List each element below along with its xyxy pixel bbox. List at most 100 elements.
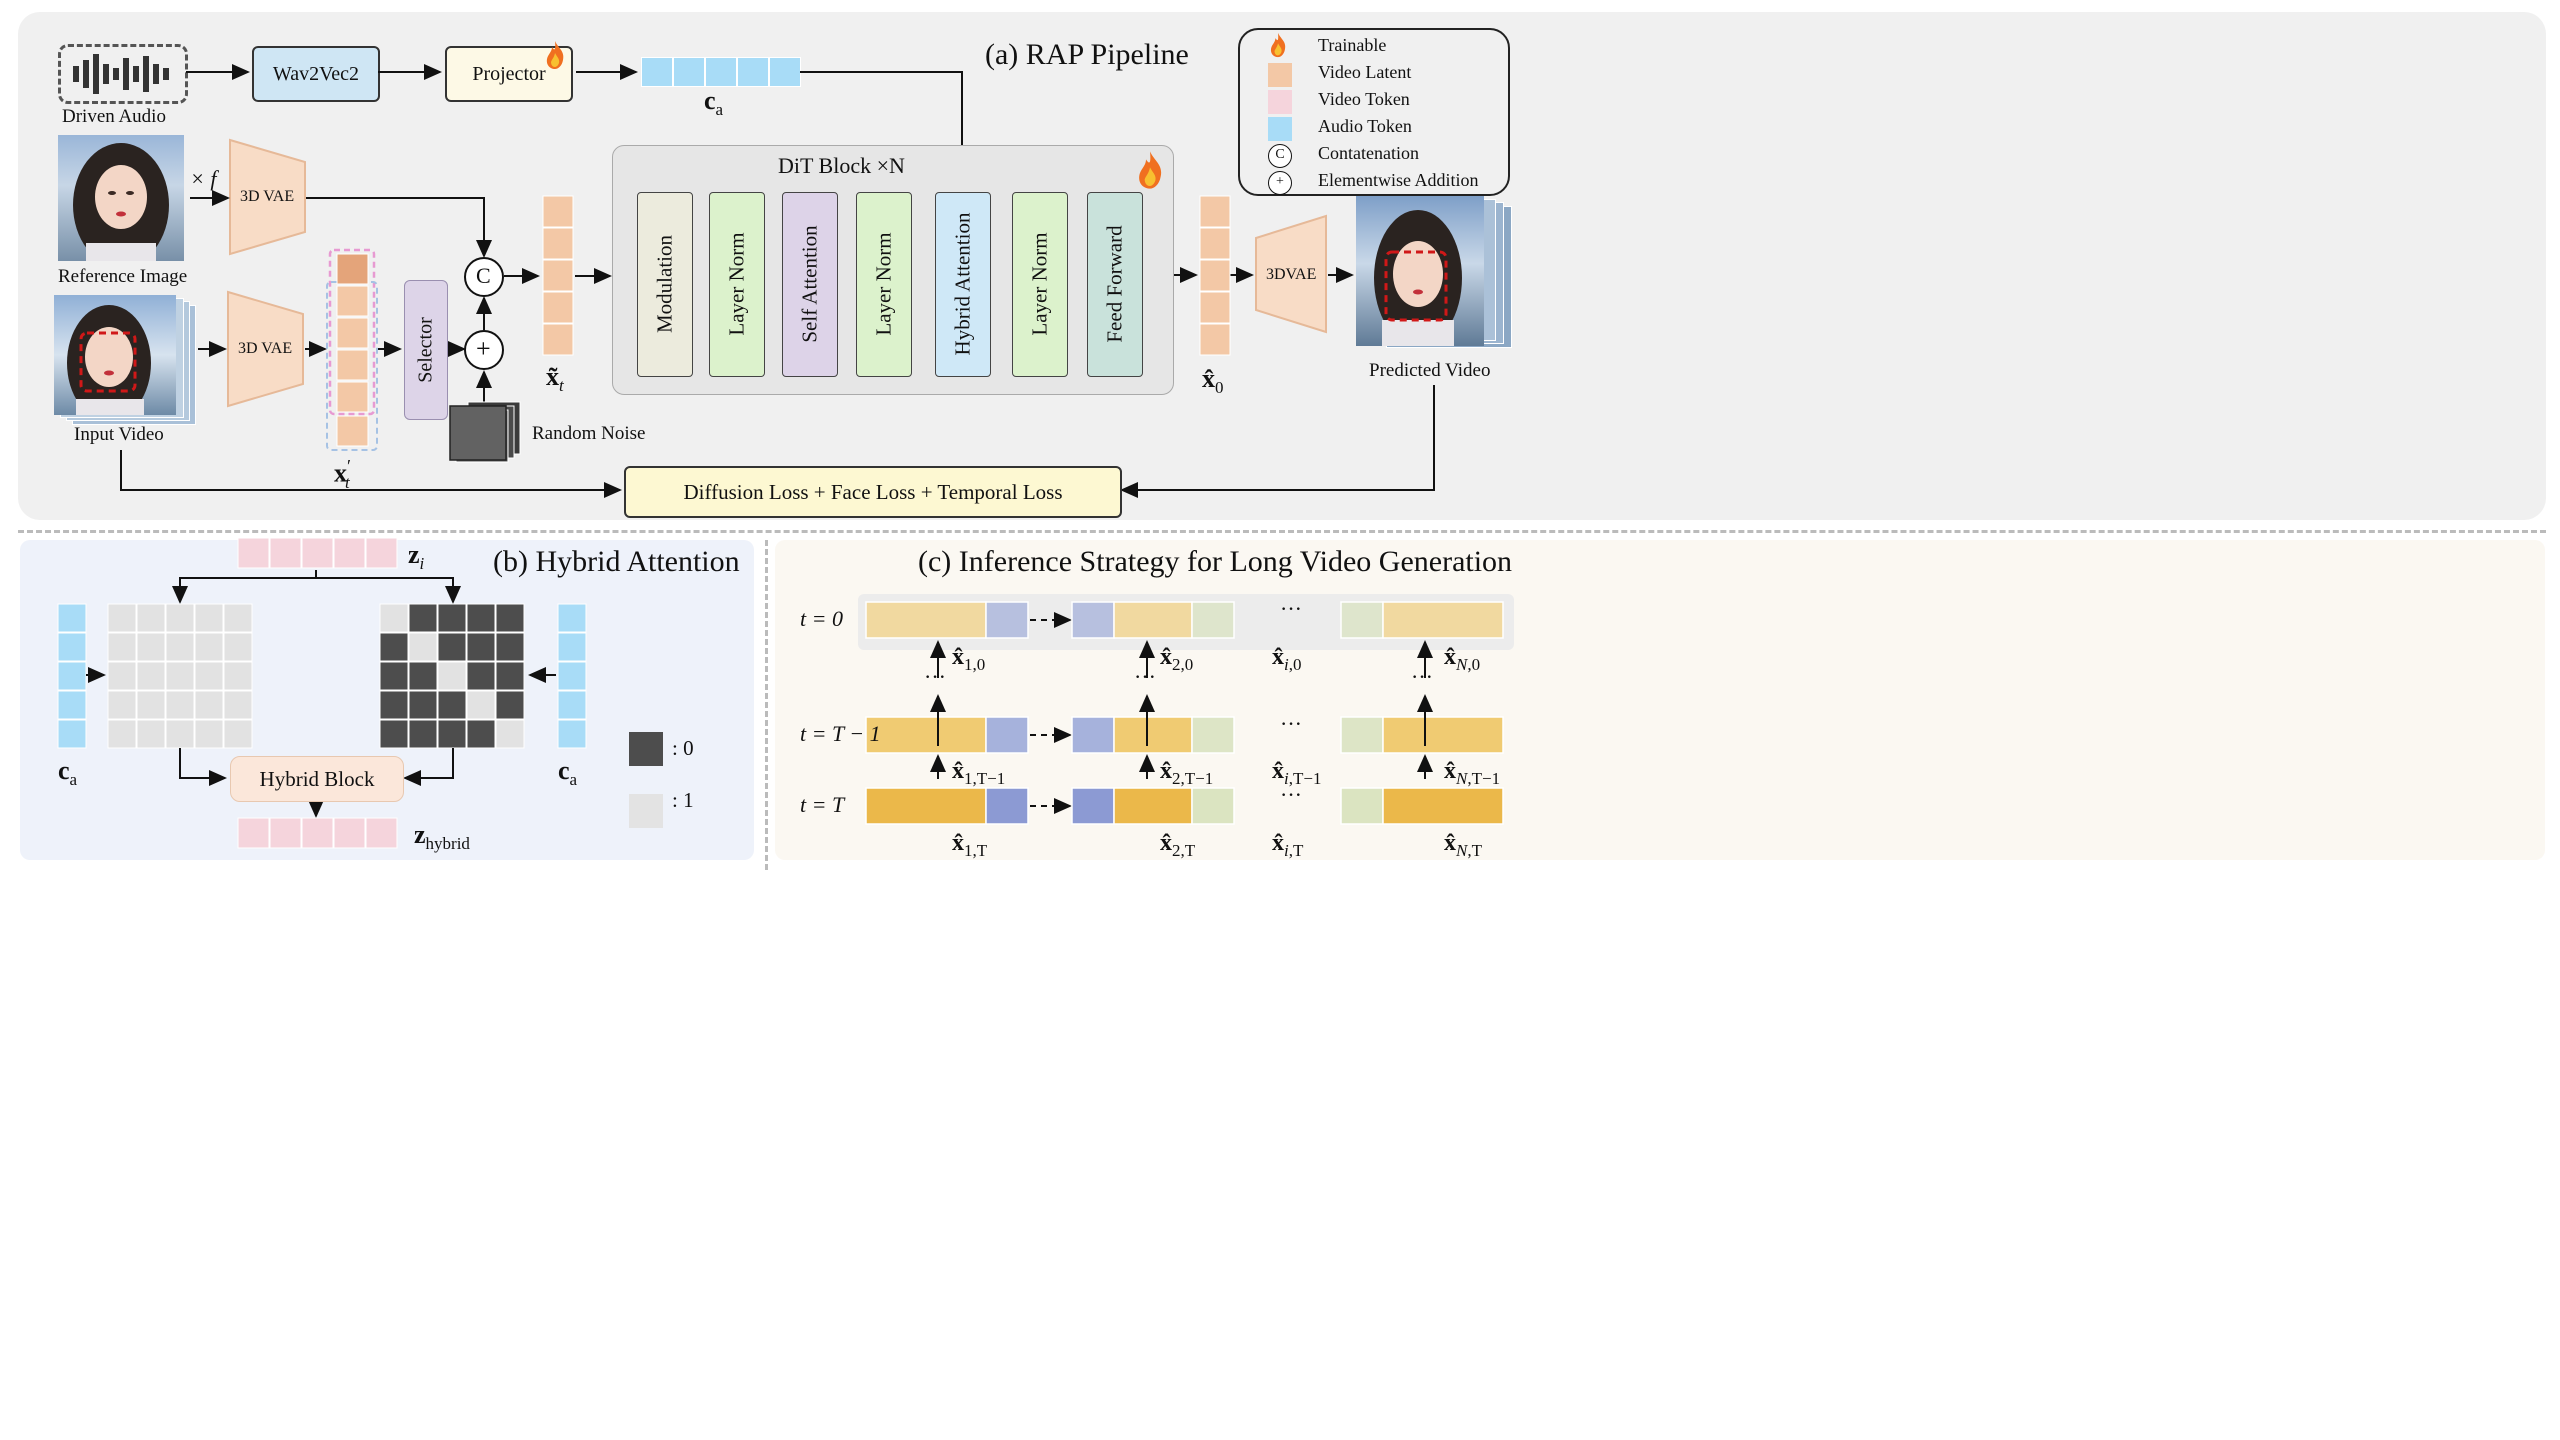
x-hat-label: x̂1,T−1	[952, 758, 1006, 788]
segment-1-main	[865, 716, 987, 754]
segment-2-tail	[1191, 716, 1235, 754]
attention-grid-full	[107, 603, 253, 749]
legend-label: Video Latent	[1318, 62, 1412, 82]
x-hat-label: x̂N,T	[1444, 830, 1482, 860]
dit-flame-icon	[1134, 150, 1166, 195]
flame-icon	[1268, 32, 1292, 58]
mask-cell	[408, 632, 438, 662]
mask-cell	[495, 603, 525, 633]
horizontal-dots: ···	[1280, 596, 1302, 621]
xt-tilde-column	[542, 195, 574, 356]
dit-title: DiT Block ×N	[778, 153, 905, 178]
mask-cell	[379, 632, 409, 662]
attention-cell	[107, 690, 137, 720]
attention-cell	[107, 603, 137, 633]
attention-cell	[165, 603, 195, 633]
attention-grid-masked	[379, 603, 525, 749]
xt-prime-label: x′t	[334, 456, 351, 492]
wav2vec-box: Wav2Vec2	[252, 46, 380, 102]
mask-cell	[466, 632, 496, 662]
waveform-icon	[73, 54, 169, 94]
mask-cell	[437, 719, 467, 749]
attention-cell	[136, 661, 166, 691]
attention-cell	[136, 603, 166, 633]
x-hat-label: x̂N,0	[1444, 644, 1481, 674]
segment-2-tail	[1191, 787, 1235, 825]
mask-cell	[437, 690, 467, 720]
segment-2-tail	[1191, 601, 1235, 639]
attention-cell	[165, 632, 195, 662]
xt-tilde-label: x̃t	[546, 362, 564, 396]
loss-box: Diffusion Loss + Face Loss + Temporal Lo…	[624, 466, 1122, 518]
circle-plus-icon: +	[1268, 171, 1292, 195]
hybrid-attention-diagram	[57, 537, 663, 849]
mask-cell	[437, 661, 467, 691]
attention-cell	[223, 690, 253, 720]
dit-block-label: Layer Norm	[724, 232, 749, 336]
input-video	[54, 295, 199, 425]
x-hat-label: x̂N,T−1	[1444, 758, 1501, 788]
legend-label: Video Token	[1318, 89, 1410, 109]
flame-icon	[544, 40, 566, 75]
random-noise-label: Random Noise	[532, 423, 646, 444]
vae-ref-shape	[229, 138, 306, 256]
vertical-dots: ···	[924, 664, 946, 689]
zi-token-strip	[237, 537, 398, 569]
vae-ref-label: 3D VAE	[240, 188, 295, 205]
x-hat-label: x̂2,T	[1160, 830, 1196, 860]
attention-cell	[194, 632, 224, 662]
mask-cell	[466, 661, 496, 691]
dit-block-layer-norm: Layer Norm	[709, 192, 765, 377]
vertical-dots: ···	[1411, 664, 1433, 689]
attention-cell	[223, 632, 253, 662]
legend-label: Elementwise Addition	[1318, 170, 1479, 190]
divider-horizontal	[18, 530, 2546, 533]
mask-cell	[379, 690, 409, 720]
segment-2-overlap	[1071, 601, 1115, 639]
mask-cell	[495, 719, 525, 749]
segment-1-overlap	[985, 601, 1029, 639]
attention-cell	[194, 661, 224, 691]
mask-cell	[466, 603, 496, 633]
x-hat-label: x̂1,0	[952, 644, 986, 674]
audio-token-strip	[641, 57, 801, 87]
x0-label: x̂0	[1202, 364, 1224, 398]
driven-audio-label: Driven Audio	[62, 106, 166, 127]
segment-n-main	[1382, 716, 1504, 754]
inference-diagram	[865, 601, 1504, 825]
x-hat-label: x̂1,T	[952, 830, 988, 860]
attention-cell	[223, 603, 253, 633]
divider-vertical	[765, 540, 768, 870]
time-step-label: t = T	[800, 792, 845, 817]
attention-cell	[194, 719, 224, 749]
dit-block-label: Layer Norm	[1027, 232, 1052, 336]
horizontal-dots: ···	[1280, 782, 1302, 807]
ca-left-label: ca	[58, 756, 78, 790]
add-symbol: +	[476, 334, 491, 363]
x-hat-label: x̂i,T	[1272, 830, 1304, 860]
attention-cell	[223, 661, 253, 691]
x-hat-label: x̂2,T−1	[1160, 758, 1214, 788]
mask-cell	[495, 661, 525, 691]
attention-cell	[194, 690, 224, 720]
legend-label: Trainable	[1318, 35, 1387, 55]
vae-input-shape	[227, 290, 304, 408]
zhybrid-token-strip	[237, 817, 398, 849]
segment-1-main	[865, 601, 987, 639]
mask-cell	[408, 719, 438, 749]
concat-symbol: C	[476, 263, 491, 288]
panel-b-title: (b) Hybrid Attention	[493, 545, 740, 578]
random-noise-stack	[449, 401, 521, 463]
segment-n-main	[1382, 787, 1504, 825]
panel-a-title: (a) RAP Pipeline	[985, 38, 1189, 71]
predicted-video	[1356, 196, 1516, 351]
add-node	[464, 330, 504, 370]
mask-legend-one	[629, 794, 663, 828]
times-f-label: × f	[190, 166, 217, 191]
segment-2-overlap	[1071, 787, 1115, 825]
ca-right-label: ca	[558, 756, 578, 790]
segment-2-main	[1113, 601, 1193, 639]
dit-block-label: Feed Forward	[1102, 225, 1127, 343]
dit-block-layer-norm: Layer Norm	[1012, 192, 1068, 377]
hybrid-block: Hybrid Block	[230, 756, 404, 802]
